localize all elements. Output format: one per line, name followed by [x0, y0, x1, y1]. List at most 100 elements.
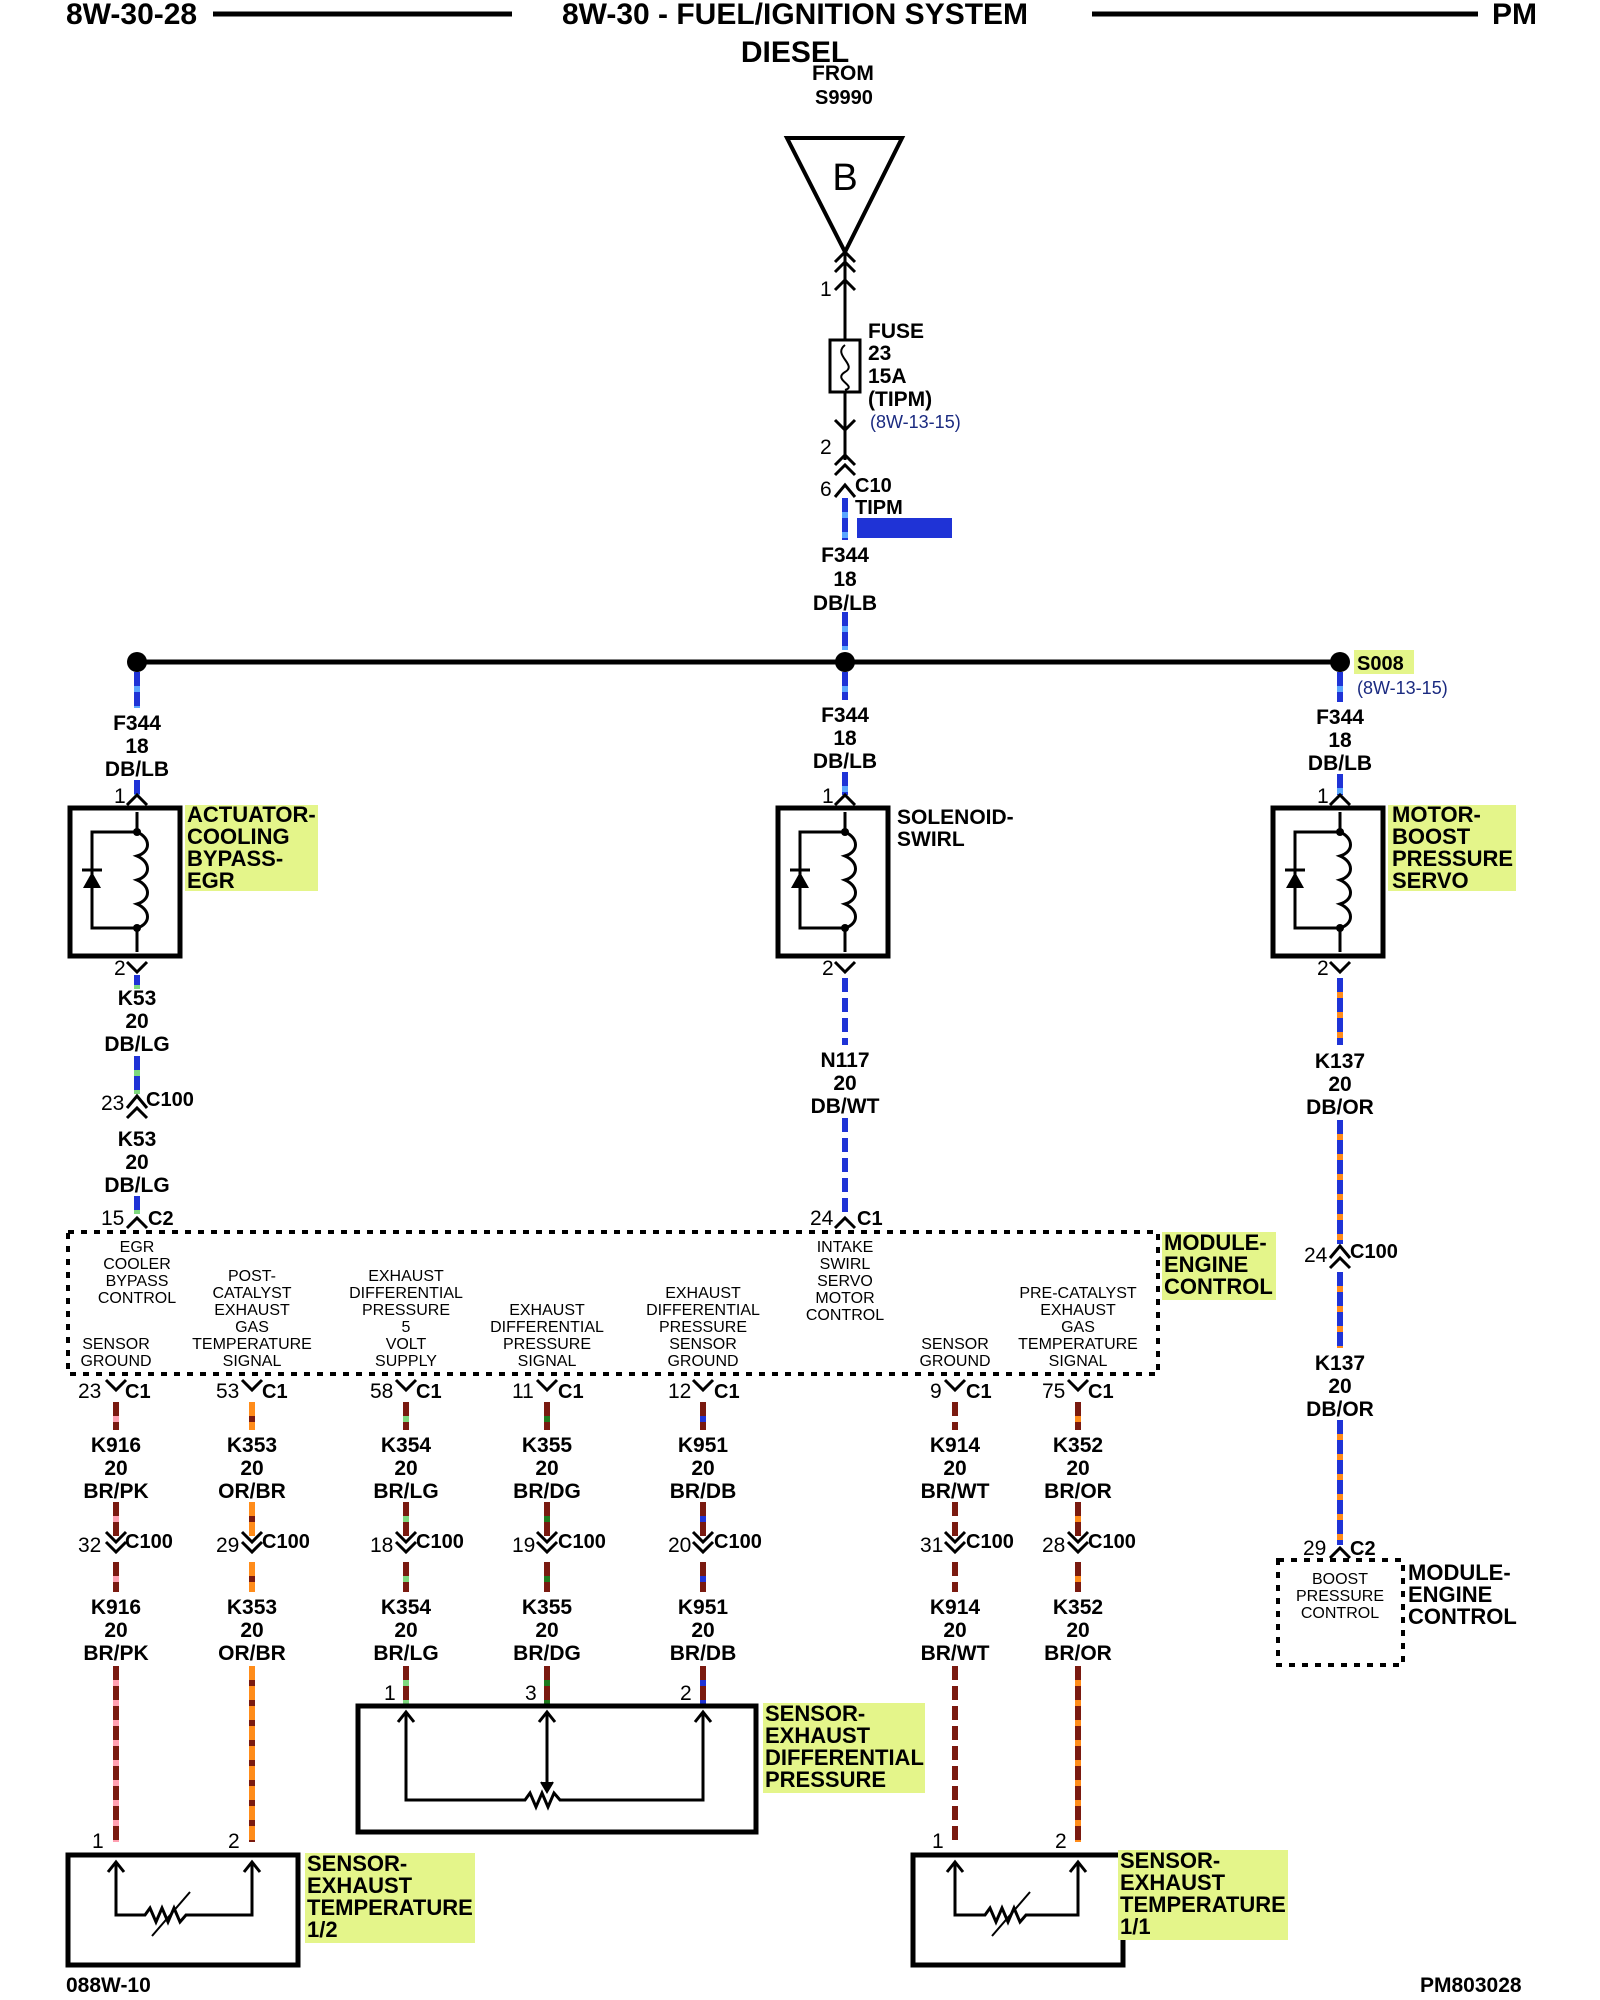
center-out-color: DB/WT	[811, 1095, 880, 1118]
right-pin1: 1	[1317, 785, 1329, 808]
coil-junction-dot	[841, 924, 849, 932]
sensor-exhaust-diff-box	[355, 1703, 759, 1835]
circuit-k355: 11 C1 K355 20 BR/DG 19 C100 K355 20 BR/D…	[512, 1378, 606, 1708]
fuse-location: (TIPM)	[868, 388, 932, 411]
svg-text:K354: K354	[381, 1434, 432, 1457]
sensor-diff-name-1: SENSOR-	[765, 1701, 865, 1726]
svg-text:SIGNAL: SIGNAL	[223, 1353, 282, 1370]
svg-text:C100: C100	[125, 1531, 173, 1553]
svg-text:K951: K951	[678, 1434, 729, 1457]
svg-text:9: 9	[930, 1380, 942, 1403]
svg-text:EXHAUST: EXHAUST	[665, 1285, 741, 1302]
svg-text:32: 32	[78, 1534, 101, 1557]
center-pcm-conn: C1	[857, 1208, 883, 1230]
connector-chevrons	[104, 1378, 128, 1555]
svg-text:20: 20	[943, 1619, 966, 1642]
connector-chevrons	[1066, 1378, 1090, 1555]
solenoid-swirl-coil-symbol	[790, 812, 857, 952]
svg-text:EXHAUST: EXHAUST	[368, 1268, 444, 1285]
solenoid-swirl-name-1: SOLENOID-	[897, 806, 1014, 829]
svg-text:OR/BR: OR/BR	[218, 1480, 286, 1503]
diode-triangle	[1286, 872, 1304, 888]
sensor-temp-12-name-2: EXHAUST	[307, 1873, 413, 1898]
svg-text:SWIRL: SWIRL	[820, 1256, 871, 1273]
module-function-post-cat: POST- CATALYST EXHAUST GAS TEMPERATURE S…	[192, 1268, 312, 1370]
fuse-symbol	[828, 338, 862, 394]
svg-text:BR/DG: BR/DG	[513, 1480, 581, 1503]
module-function-sensor-ground-2: SENSOR GROUND	[919, 1336, 990, 1370]
svg-text:GROUND: GROUND	[919, 1353, 990, 1370]
svg-text:C100: C100	[714, 1531, 762, 1553]
module-name-2: ENGINE	[1164, 1252, 1248, 1277]
sensor-diff-name-4: PRESSURE	[765, 1767, 886, 1792]
svg-text:EXHAUST: EXHAUST	[214, 1302, 290, 1319]
svg-text:K916: K916	[91, 1596, 141, 1619]
svg-text:20: 20	[104, 1457, 127, 1480]
svg-text:20: 20	[240, 1457, 263, 1480]
left-pcm-pin: 15	[101, 1207, 124, 1230]
svg-text:20: 20	[394, 1619, 417, 1642]
svg-text:K352: K352	[1053, 1596, 1103, 1619]
svg-text:EXHAUST: EXHAUST	[509, 1302, 585, 1319]
splice-name-highlight	[1354, 650, 1414, 674]
sensor-diff-highlight	[763, 1703, 925, 1793]
source-from-ref: S9990	[815, 87, 873, 109]
svg-text:20: 20	[691, 1457, 714, 1480]
svg-text:BR/OR: BR/OR	[1044, 1642, 1112, 1665]
connector-chevrons	[394, 1378, 418, 1555]
svg-text:BR/OR: BR/OR	[1044, 1480, 1112, 1503]
svg-text:20: 20	[394, 1457, 417, 1480]
sensor-temp-11-name-1: SENSOR-	[1120, 1848, 1220, 1873]
svg-text:COOLER: COOLER	[103, 1256, 171, 1273]
svg-text:C1: C1	[416, 1381, 442, 1403]
svg-text:SERVO: SERVO	[817, 1273, 873, 1290]
sensor-temp-11-name-4: 1/1	[1120, 1914, 1151, 1939]
boost-func-3: CONTROL	[1301, 1605, 1379, 1622]
connector-chevrons	[240, 1378, 264, 1555]
svg-text:BR/DB: BR/DB	[670, 1480, 737, 1503]
sensor-diff-name-3: DIFFERENTIAL	[765, 1745, 924, 1770]
svg-text:2: 2	[1055, 1830, 1067, 1853]
footer-right: PM803028	[1420, 1974, 1522, 1997]
svg-text:PRESSURE: PRESSURE	[362, 1302, 450, 1319]
svg-text:EXHAUST: EXHAUST	[1040, 1302, 1116, 1319]
svg-text:K916: K916	[91, 1434, 141, 1457]
svg-text:C100: C100	[558, 1531, 606, 1553]
svg-text:DIFFERENTIAL: DIFFERENTIAL	[349, 1285, 463, 1302]
svg-text:MOTOR: MOTOR	[815, 1290, 874, 1307]
tipm-pin: 6	[820, 478, 832, 501]
sensor-temp-12-name-3: TEMPERATURE	[307, 1895, 473, 1920]
solenoid-swirl-box	[775, 805, 891, 959]
svg-text:K914: K914	[930, 1434, 981, 1457]
svg-text:BR/DB: BR/DB	[670, 1642, 737, 1665]
svg-text:SENSOR: SENSOR	[669, 1336, 737, 1353]
left-pin2: 2	[114, 957, 126, 980]
motor-boost-highlight	[1388, 805, 1516, 891]
svg-text:BR/PK: BR/PK	[83, 1480, 148, 1503]
left-color: DB/LB	[105, 758, 169, 781]
svg-text:CONTROL: CONTROL	[806, 1307, 884, 1324]
right-out-gauge: 20	[1328, 1073, 1351, 1096]
module-engine-control-box	[66, 1230, 1160, 1376]
svg-text:OR/BR: OR/BR	[218, 1642, 286, 1665]
fuse-label: FUSE	[868, 320, 924, 343]
svg-text:C100: C100	[416, 1531, 464, 1553]
module-function-sensor-ground: SENSOR GROUND	[80, 1336, 151, 1370]
svg-text:20: 20	[104, 1619, 127, 1642]
svg-text:POST-: POST-	[228, 1268, 276, 1285]
sensor-temp-12-name-4: 1/2	[307, 1917, 338, 1942]
left-out2-color: DB/LG	[104, 1174, 169, 1197]
right-circuit: F344	[1316, 706, 1364, 729]
thermistor-11-symbol	[953, 1862, 1080, 1926]
connector-b-triangle	[783, 136, 906, 257]
svg-text:C1: C1	[558, 1381, 584, 1403]
right-c100-conn: C100	[1350, 1241, 1398, 1263]
svg-text:K353: K353	[227, 1434, 277, 1457]
center-circuit: F344	[821, 704, 869, 727]
actuator-egr-highlight	[185, 805, 318, 891]
sensor-temp-11-name-3: TEMPERATURE	[1120, 1892, 1286, 1917]
svg-text:BYPASS: BYPASS	[106, 1273, 169, 1290]
right-out2-color: DB/OR	[1306, 1398, 1374, 1421]
right-out2-gauge: 20	[1328, 1375, 1351, 1398]
svg-text:20: 20	[1066, 1619, 1089, 1642]
